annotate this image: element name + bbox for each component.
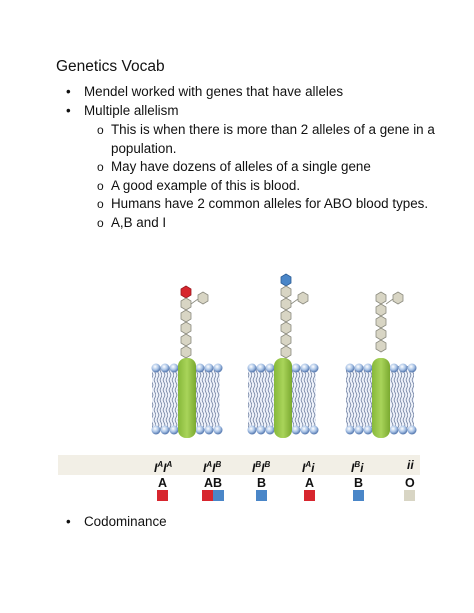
phenotype-label: A (305, 476, 315, 490)
phenotype-label: O (405, 476, 415, 490)
phenotype-label: B (354, 476, 364, 490)
swatch-beige (404, 490, 415, 501)
swatch-blue (256, 490, 267, 501)
genotype-i-i: ii (407, 458, 414, 472)
phenotype-label: AB (204, 476, 223, 490)
sub-bullet: A,B and I (64, 214, 464, 233)
genotype-ia-ib: IAIB (203, 460, 222, 475)
swatch-red (157, 490, 168, 501)
bullet-multiple-allelism: Multiple allelism (64, 102, 464, 119)
genotype-header-bar (58, 455, 420, 475)
page-title: Genetics Vocab (56, 58, 165, 75)
sub-bullet: May have dozens of alleles of a single g… (64, 158, 464, 177)
bullet-codominance: Codominance (64, 514, 167, 529)
membrane-type-a (151, 285, 223, 438)
swatch-blue (213, 490, 224, 501)
genotype-ib-i: IBi (351, 460, 364, 475)
genotype-ia-ia: IAIA (154, 460, 173, 475)
sub-bullet: Humans have 2 common alleles for ABO blo… (64, 195, 464, 214)
genotype-ia-i: IAi (302, 460, 315, 475)
bullet-text: Mendel worked with genes that have allel… (84, 84, 344, 99)
membrane-type-b (247, 273, 319, 438)
sub-list: This is when there is more than 2 allele… (64, 121, 464, 233)
swatch-red (304, 490, 315, 501)
swatch-red (202, 490, 213, 501)
antigen-b-hexagon (280, 273, 292, 287)
sub-bullet: A good example of this is blood. (64, 177, 464, 196)
bullet-text: Multiple allelism (84, 103, 179, 118)
sub-bullet: This is when there is more than 2 allele… (64, 121, 464, 158)
antigen-a-hexagon (180, 285, 192, 299)
swatch-blue (353, 490, 364, 501)
membrane-type-o (345, 291, 417, 438)
vocab-list: Mendel worked with genes that have allel… (64, 83, 464, 233)
phenotype-label: B (257, 476, 267, 490)
bullet-mendel: Mendel worked with genes that have allel… (64, 83, 464, 100)
phenotype-label: A (158, 476, 168, 490)
genotype-ib-ib: IBIB (252, 460, 271, 475)
